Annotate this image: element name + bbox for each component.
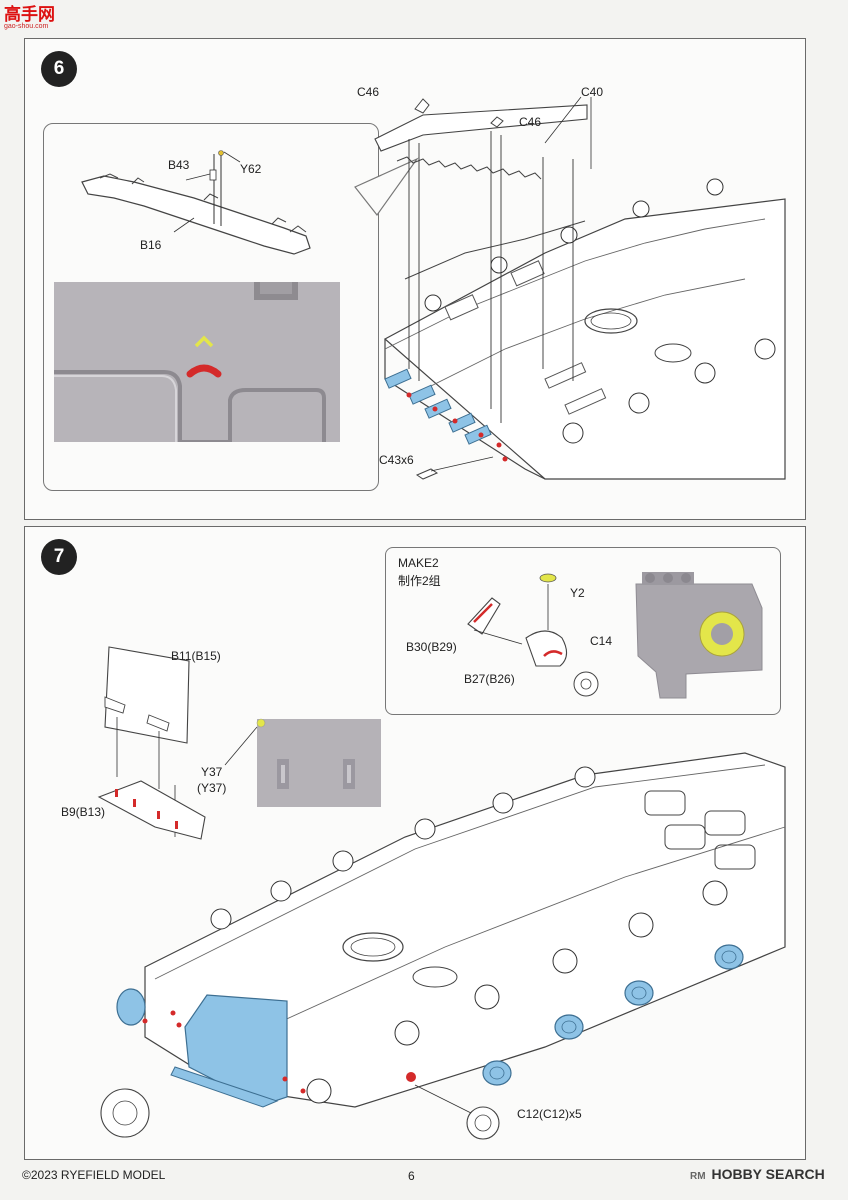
label-y37-alt: (Y37) xyxy=(197,781,227,795)
make2-inset: MAKE2 制作2组 Y2 B30(B29) C14 B27(B26) xyxy=(385,547,781,715)
step-6-number: 6 xyxy=(41,51,77,87)
label-b16: B16 xyxy=(140,238,162,252)
footer-partial-code: RM xyxy=(690,1171,706,1182)
label-c46-right: C46 xyxy=(519,115,542,129)
make2-photo-detail xyxy=(635,572,763,699)
label-b30: B30(B29) xyxy=(406,640,457,654)
label-c14: C14 xyxy=(590,634,613,648)
label-b11: B11(B15) xyxy=(171,649,221,663)
label-y62: Y62 xyxy=(240,162,262,176)
make2-parts-drawing xyxy=(467,573,599,697)
footer-copyright: ©2023 RYEFIELD MODEL xyxy=(22,1168,166,1182)
label-c46-top: C46 xyxy=(357,85,380,99)
watermark-logo-text: 高手网 xyxy=(4,5,55,24)
label-c43: C43x6 xyxy=(379,453,414,467)
b16-part-drawing xyxy=(81,150,311,255)
footer-page-number: 6 xyxy=(408,1169,415,1183)
step-6-photo-detail xyxy=(54,282,340,442)
step-7-number: 7 xyxy=(41,539,77,575)
label-c12: C12(C12)x5 xyxy=(517,1107,582,1121)
watermark-url: gao-shou.com xyxy=(4,23,49,30)
step-7-panel: 7 MAKE2 制作2组 Y2 B30(B29) C14 B27(B26) xyxy=(24,526,806,1160)
make2-label-cn: 制作2组 xyxy=(398,574,441,588)
label-c40: C40 xyxy=(581,85,604,99)
footer-brand-watermark: RM HOBBY SEARCH xyxy=(690,1166,825,1182)
watermark-logo: 高手网 gao-shou.com xyxy=(4,6,55,31)
label-b27: B27(B26) xyxy=(464,672,515,686)
step-7-hull-drawing xyxy=(97,646,786,1140)
label-y2: Y2 xyxy=(570,586,585,600)
y37-photo-detail xyxy=(257,719,381,807)
step-6-panel: 6 B43 Y62 B16 xyxy=(24,38,806,520)
label-b43: B43 xyxy=(168,158,190,172)
label-y37: Y37 xyxy=(201,765,223,779)
make2-label: MAKE2 xyxy=(398,556,439,570)
label-b9: B9(B13) xyxy=(61,805,106,819)
step-6-detail-inset: B43 Y62 B16 xyxy=(43,123,379,491)
step-6-hull-drawing xyxy=(374,96,786,480)
step-6-callout-pointer xyxy=(354,157,419,217)
footer-brand: HOBBY SEARCH xyxy=(711,1166,825,1182)
